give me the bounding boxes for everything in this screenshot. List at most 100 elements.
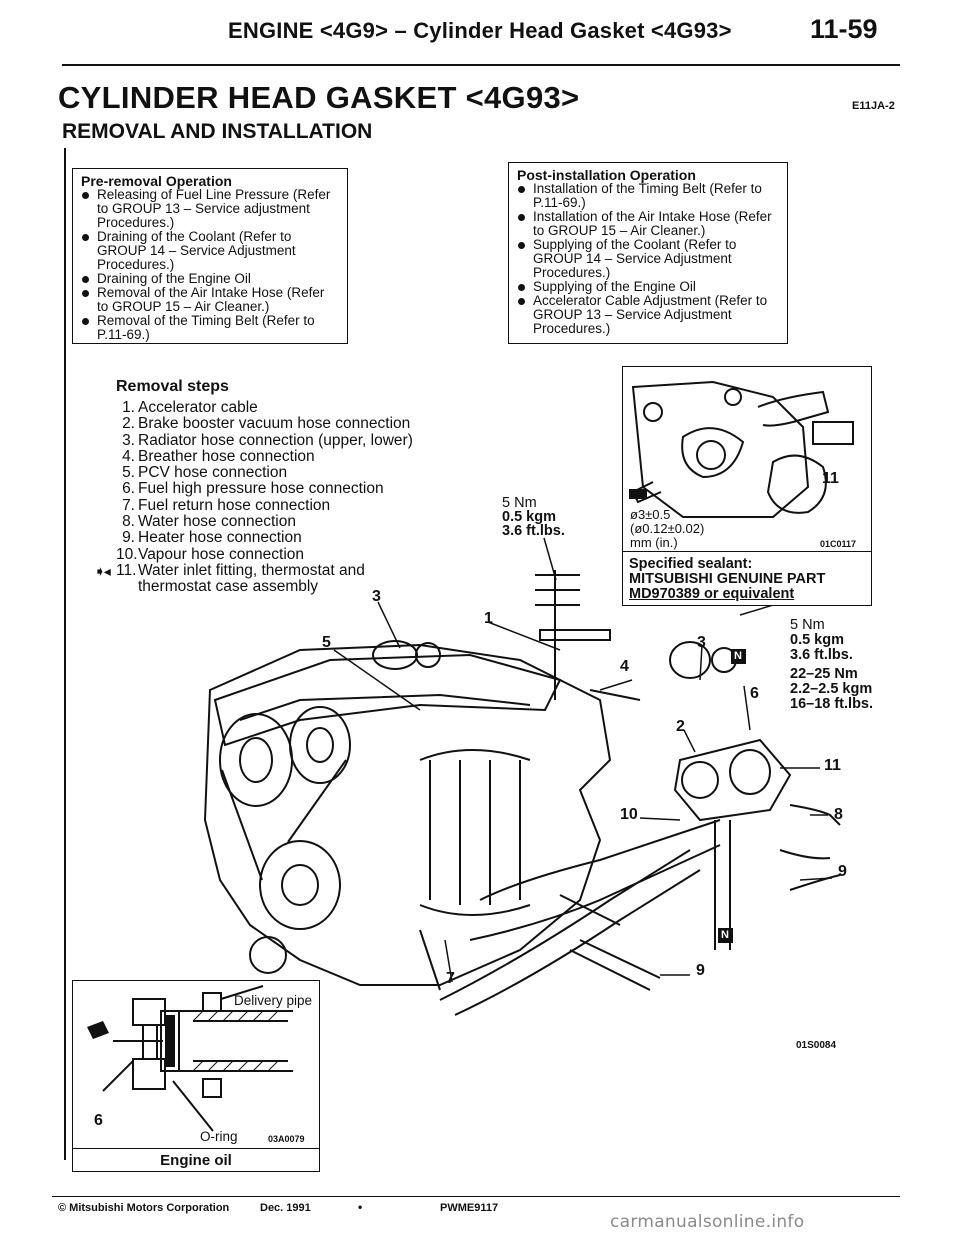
- callout-5: 5: [322, 634, 331, 651]
- post-installation-box: Post-installation Operation Installation…: [508, 162, 788, 344]
- list-item: ➧◂ 11.Water inlet fitting, thermostat and…: [94, 561, 416, 596]
- list-item: Removal of the Air Intake Hose (Refer to…: [81, 286, 339, 314]
- inset-dimension-mm: ø3±0.5: [630, 507, 671, 522]
- list-item: 4.Breather hose connection: [116, 447, 416, 465]
- callout-11: 11: [824, 757, 841, 774]
- step-number: 11.: [116, 561, 137, 579]
- step-number: 4.: [122, 447, 135, 465]
- step-text: Fuel high pressure hose connection: [138, 480, 384, 498]
- oring-label: O-ring: [200, 1129, 238, 1144]
- inset-divider: [622, 551, 872, 552]
- step-number: 5.: [122, 464, 135, 482]
- post-installation-list: Installation of the Timing Belt (Refer t…: [517, 182, 779, 336]
- torque-left-nm: 5 Nm: [502, 495, 537, 511]
- removal-steps: Removal steps 1.Accelerator cable 2.Brak…: [94, 378, 416, 596]
- oil-can-icon: [87, 1021, 109, 1039]
- section-code: E11JA-2: [852, 100, 895, 112]
- post-installation-title: Post-installation Operation: [517, 167, 696, 183]
- pre-removal-list: Releasing of Fuel Line Pressure (Refer t…: [81, 188, 339, 342]
- left-margin-rule: [64, 148, 66, 1160]
- list-item: Removal of the Timing Belt (Refer to P.1…: [81, 314, 339, 342]
- n-mark-icon: N: [721, 929, 729, 941]
- step-text: Water hose connection: [138, 513, 296, 531]
- list-item: Installation of the Timing Belt (Refer t…: [517, 182, 779, 210]
- footer-copyright: © Mitsubishi Motors Corporation: [58, 1202, 230, 1214]
- footer-code: PWME9117: [440, 1202, 499, 1214]
- step-text: Brake booster vacuum hose connection: [138, 415, 411, 433]
- delivery-pipe-label: Delivery pipe: [234, 993, 313, 1008]
- list-item: 1.Accelerator cable: [116, 399, 416, 416]
- oring-mark: [165, 1015, 175, 1067]
- list-item: 8.Water hose connection: [116, 513, 416, 531]
- header-bar: [62, 8, 900, 66]
- inset-dimension-in: (ø0.12±0.02): [630, 521, 705, 536]
- section-subtitle: REMOVAL AND INSTALLATION: [62, 120, 373, 143]
- sealant-detail-inset: [622, 366, 872, 606]
- step-number: 1.: [122, 399, 135, 416]
- sealant-spec: Specified sealant: MITSUBISHI GENUINE PA…: [629, 557, 825, 602]
- callout-8: 8: [834, 806, 843, 823]
- callout-4: 4: [620, 658, 629, 675]
- step-number: 9.: [122, 529, 135, 547]
- oil-inset-divider: [72, 1148, 320, 1149]
- step-text: Radiator hose connection (upper, lower): [138, 431, 413, 449]
- step-number: 8.: [122, 513, 135, 531]
- list-item: Supplying of the Engine Oil: [517, 280, 779, 294]
- torque-right-upper-ftlbs: 3.6 ft.lbs.: [790, 647, 853, 663]
- list-item: 10.Vapour hose connection: [116, 545, 416, 563]
- sealant-part: MITSUBISHI GENUINE PART: [629, 571, 826, 587]
- list-item: Draining of the Coolant (Refer to GROUP …: [81, 230, 339, 272]
- list-item: Installation of the Air Intake Hose (Ref…: [517, 210, 779, 238]
- list-item: 9.Heater hose connection: [116, 529, 416, 547]
- removal-steps-list: 1.Accelerator cable 2.Brake booster vacu…: [94, 399, 416, 596]
- step-number: 10.: [116, 545, 138, 563]
- footer-dot: •: [358, 1200, 363, 1214]
- step-text: Vapour hose connection: [138, 545, 305, 563]
- engine-oil-label: Engine oil: [160, 1152, 232, 1169]
- n-mark-icon: N: [734, 650, 742, 662]
- inset-figure-code: 01C0117: [820, 539, 857, 549]
- list-item: 7.Fuel return hose connection: [116, 496, 416, 514]
- list-item: Supplying of the Coolant (Refer to GROUP…: [517, 238, 779, 280]
- install-direction-mark: ➧◂: [94, 562, 111, 579]
- torque-left-ftlbs: 3.6 ft.lbs.: [502, 523, 565, 539]
- removal-steps-title: Removal steps: [116, 378, 229, 395]
- oil-inset-figure-code: 03A0079: [268, 1134, 305, 1144]
- step-number: 2.: [122, 415, 135, 433]
- footer-rule: [52, 1196, 900, 1197]
- oil-inset-part-number: 6: [94, 1112, 103, 1129]
- step-number: 7.: [122, 496, 135, 514]
- page-title: CYLINDER HEAD GASKET <4G93>: [58, 80, 580, 115]
- callout-6: 6: [750, 685, 759, 702]
- sealant-part-number: MD970389 or equivalent: [629, 586, 795, 602]
- callout-3: 3: [372, 588, 381, 605]
- callout-1: 1: [484, 610, 493, 627]
- watermark: carmanualsonline.info: [610, 1212, 805, 1232]
- inset-unit: mm (in.): [630, 535, 678, 550]
- torque-left-kgm: 0.5 kgm: [502, 509, 556, 525]
- callout-2: 2: [676, 718, 685, 735]
- step-text: Heater hose connection: [138, 529, 302, 547]
- torque-right-upper-nm: 5 Nm: [790, 617, 825, 633]
- step-text: Water inlet fitting, thermostat and ther…: [138, 561, 365, 596]
- step-text: Breather hose connection: [138, 447, 315, 465]
- delivery-pipe-oring-drawing: [87, 985, 293, 1132]
- callout-9: 9: [696, 962, 705, 979]
- step-text: Fuel return hose connection: [138, 496, 331, 514]
- list-item: Draining of the Engine Oil: [81, 272, 339, 286]
- step-number: 3.: [122, 431, 135, 449]
- list-item: 2.Brake booster vacuum hose connection: [116, 415, 416, 433]
- step-text: Accelerator cable: [138, 399, 258, 416]
- list-item: Releasing of Fuel Line Pressure (Refer t…: [81, 188, 339, 230]
- page-number: 11-59: [810, 14, 878, 44]
- list-item: 6.Fuel high pressure hose connection: [116, 480, 416, 498]
- step-number: 6.: [122, 480, 135, 498]
- thermostat-housing-detail-drawing: [629, 380, 854, 518]
- callout-9: 9: [838, 863, 847, 880]
- engine-oil-inset: [72, 980, 320, 1172]
- list-item: 3.Radiator hose connection (upper, lower…: [116, 431, 416, 449]
- sealant-label: Specified sealant:: [629, 556, 753, 572]
- inset-part-number: 11: [822, 470, 839, 487]
- figure-code: 01S0084: [796, 1040, 837, 1051]
